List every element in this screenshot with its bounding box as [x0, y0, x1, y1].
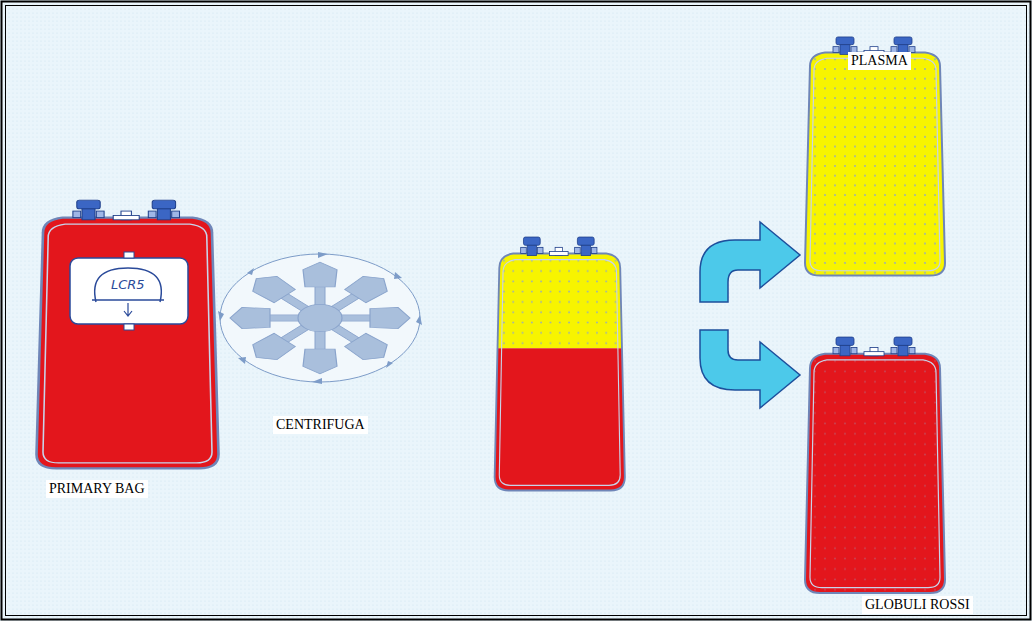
bag-label	[70, 252, 188, 330]
bag-caption: CENTRIFUGA	[273, 416, 368, 434]
split-arrow	[700, 330, 800, 408]
plasma-bag	[800, 35, 950, 282]
split-arrow	[700, 222, 800, 302]
primary-bag	[37, 200, 219, 468]
bag-code: LCR5	[108, 276, 148, 294]
bag-caption: GLOBULI ROSSI	[862, 596, 973, 614]
bag-caption: PRIMARY BAG	[46, 480, 148, 498]
red-cell-bag	[800, 335, 950, 600]
bag-caption: PLASMA	[848, 52, 911, 70]
separated-bag	[490, 235, 630, 498]
centrifuge	[218, 252, 422, 384]
